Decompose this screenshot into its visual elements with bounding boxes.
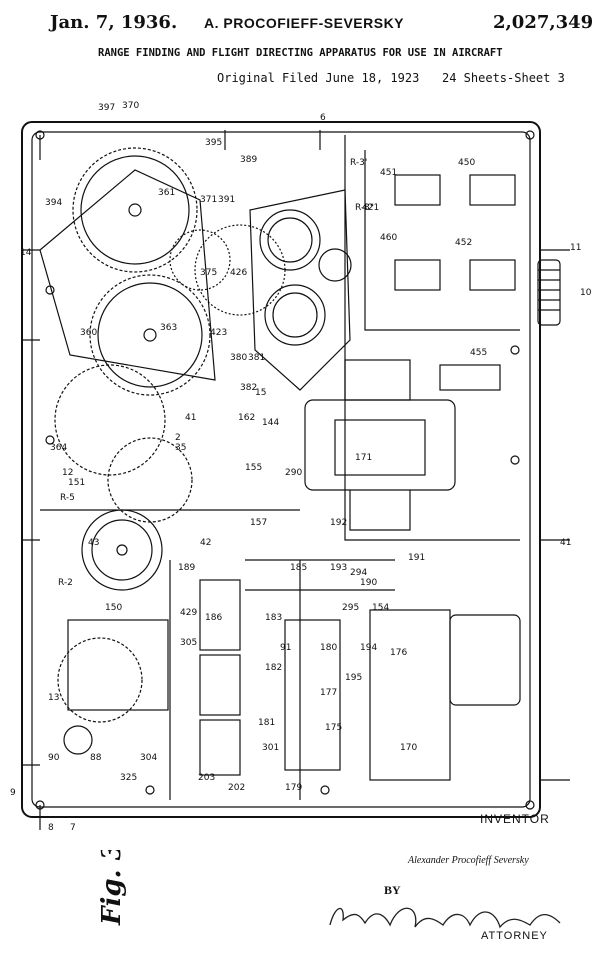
reference-numeral: 186 [205,613,222,623]
reference-numeral: 14 [20,248,32,258]
reference-numeral: 181 [258,718,275,728]
reference-numeral: 364 [50,443,67,453]
attorney-label: ATTORNEY [481,930,548,942]
reference-numeral: R-3' [350,158,367,168]
reference-numeral: 294 [350,568,367,578]
reference-numeral: 88 [90,753,102,763]
reference-numeral: 381 [248,353,265,363]
reference-numeral: 171 [355,453,372,463]
reference-numeral: 8 [48,823,54,830]
reference-numeral: 7 [70,823,76,830]
reference-numeral: 451 [380,168,397,178]
attorney-signature [329,907,561,929]
reference-numeral: 325 [120,773,137,783]
by-label: BY [384,883,401,897]
reference-numeral: 35 [175,443,186,453]
reference-numeral: 370 [122,101,139,111]
reference-numeral: 301 [262,743,279,753]
reference-numeral: 170 [400,743,417,753]
reference-numeral: 12 [62,468,73,478]
inventor-header: A. PROCOFIEFF-SEVERSKY [204,15,405,31]
reference-numeral: 397 [98,103,115,113]
reference-numeral: 460 [380,233,397,243]
reference-numeral: 194 [360,643,377,653]
reference-numeral: 155 [245,463,262,473]
reference-numeral: 91 [280,643,291,653]
reference-numeral: R-5 [60,493,75,503]
reference-numeral: 305 [180,638,197,648]
reference-numeral: 202 [228,783,245,793]
reference-numeral: 395 [205,138,222,148]
reference-numeral: 203 [198,773,215,783]
patent-number: 2,027,349 [493,12,594,33]
reference-numeral: 295 [342,603,359,613]
reference-numeral: 151 [68,478,85,488]
reference-numeral: 190 [360,578,377,588]
reference-numeral: 150 [105,603,122,613]
reference-numeral: 192 [330,518,347,528]
reference-numeral: 157 [250,518,267,528]
reference-numeral: 363 [160,323,177,333]
reference-numeral: 183 [265,613,282,623]
patent-title: RANGE FINDING AND FLIGHT DIRECTING APPAR… [98,47,503,59]
reference-numeral: 391 [218,195,235,205]
reference-numeral: R-3" [355,203,374,213]
inventor-name: Alexander Procofieff Seversky [408,855,529,866]
reference-numeral: 43 [88,538,99,548]
patent-date: Jan. 7, 1936. [50,12,178,33]
reference-numeral: 394 [45,198,62,208]
reference-numeral: 191 [408,553,425,563]
reference-numeral: 421 [362,203,379,213]
reference-numeral: 162 [238,413,255,423]
reference-numeral: R-2 [58,578,73,588]
reference-numeral: 389 [240,155,257,165]
reference-numeral: 361 [158,188,175,198]
reference-numeral: 6 [320,113,326,123]
reference-numeral: 176 [390,648,407,658]
reference-numeral: 360 [80,328,97,338]
reference-numeral: 375 [200,268,217,278]
reference-numeral: 371 [200,195,217,205]
figure-label: Fig. 3 [97,850,127,926]
reference-numeral: 15 [255,388,266,398]
reference-numeral: 175 [325,723,342,733]
reference-numeral: 90 [48,753,60,763]
filed-date: Original Filed June 18, 1923 [217,71,420,85]
reference-numeral: 429 [180,608,197,618]
reference-numeral: 2 [175,433,181,443]
reference-numeral: 182 [265,663,282,673]
reference-numeral: 185 [290,563,307,573]
reference-numeral: 41 [560,538,571,548]
sheet-number: 24 Sheets-Sheet 3 [442,71,565,85]
reference-numeral: 154 [372,603,389,613]
reference-numeral: 455 [470,348,487,358]
reference-numeral: 193 [330,563,347,573]
figure-label-graphic: Fig. 3 [97,850,127,926]
reference-numeral: 41 [185,413,196,423]
reference-numeral: 42 [200,538,211,548]
reference-numeral: 195 [345,673,362,683]
reference-numeral: 290 [285,468,302,478]
reference-numeral: 382 [240,383,257,393]
reference-numeral: 177 [320,688,337,698]
reference-numeral: 426 [230,268,247,278]
reference-numeral: 9 [10,788,16,798]
inventor-label: INVENTOR [480,812,550,826]
reference-numeral: 11 [570,243,581,253]
reference-numeral: 304 [140,753,157,763]
reference-numeral: 13 [48,693,59,703]
reference-numeral: 189 [178,563,195,573]
reference-numeral: 180 [320,643,337,653]
reference-numeral: 144 [262,418,279,428]
reference-numeral: 10 [580,288,592,298]
reference-numeral: 452 [455,238,472,248]
reference-numeral: 423 [210,328,227,338]
reference-numeral: 380 [230,353,247,363]
reference-numeral: 179 [285,783,302,793]
reference-numeral: 450 [458,158,475,168]
